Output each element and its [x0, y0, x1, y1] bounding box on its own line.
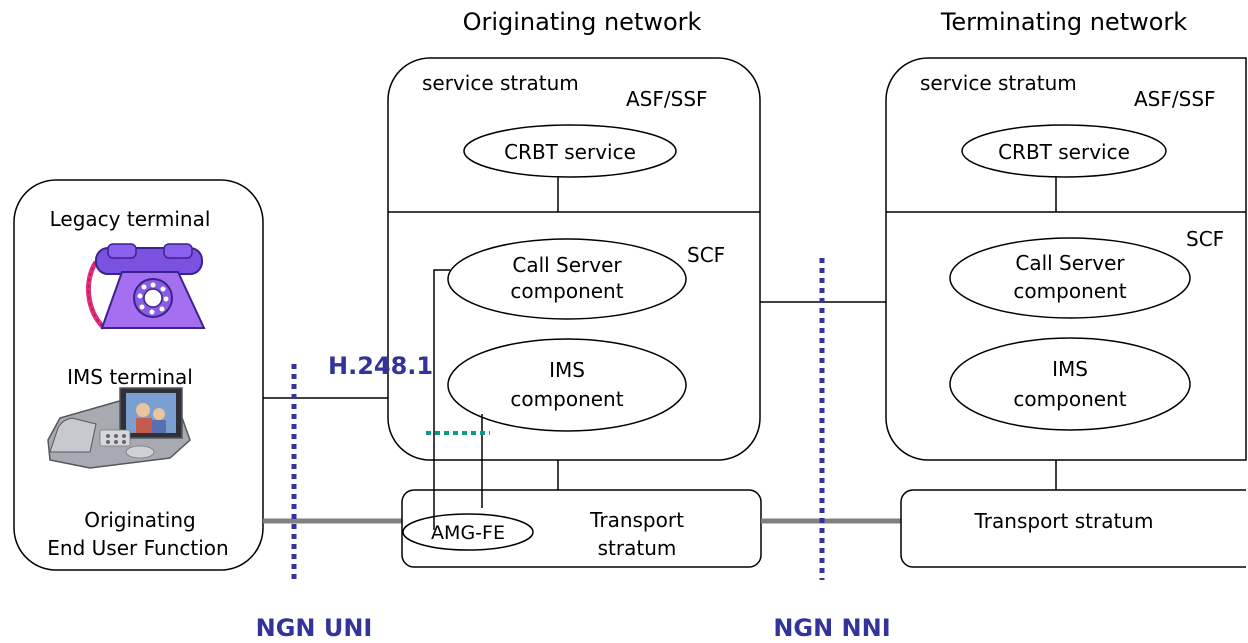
- ims-terminal-label: IMS terminal: [67, 365, 193, 389]
- amg-fe-label: AMG-FE: [431, 522, 505, 544]
- term-service-stratum-label: service stratum: [920, 71, 1077, 95]
- term-scf-label: SCF: [1186, 227, 1224, 251]
- orig-call-server-label-1: Call Server: [512, 253, 622, 277]
- orig-ims-component: IMS component: [447, 338, 687, 432]
- amg-to-call-server-line: [433, 269, 450, 530]
- legacy-phone-icon: [85, 243, 206, 330]
- originating-function-label-2: End User Function: [47, 536, 228, 560]
- orig-asf-ssf-label: ASF/SSF: [626, 87, 708, 111]
- end-user-function-box: Legacy terminal IMS terminal Originating…: [13, 179, 264, 571]
- orig-service-stratum-label: service stratum: [422, 71, 579, 95]
- orig-scf-label: SCF: [687, 243, 725, 267]
- term-call-server-label-1: Call Server: [1015, 251, 1125, 275]
- term-transport-label: Transport stratum: [974, 509, 1154, 533]
- orig-transport-label-1: Transport: [589, 508, 684, 532]
- term-ims-label-2: component: [1013, 387, 1126, 411]
- h248-label: H.248.1: [328, 352, 433, 380]
- term-asf-ssf-label: ASF/SSF: [1134, 87, 1216, 111]
- term-crbt-label: CRBT service: [998, 140, 1130, 164]
- orig-ims-label-2: component: [510, 387, 623, 411]
- orig-crbt-label: CRBT service: [504, 140, 636, 164]
- orig-ims-label-1: IMS: [549, 358, 585, 382]
- originating-network: service stratum ASF/SSF CRBT service SCF…: [387, 57, 761, 461]
- terminating-network-title: Terminating network: [940, 8, 1187, 36]
- originating-network-title: Originating network: [463, 8, 702, 36]
- orig-transport-stratum: Transport stratum AMG-FE: [401, 489, 762, 568]
- orig-call-server-label-2: component: [510, 279, 623, 303]
- term-ims-component: IMS component: [949, 337, 1191, 431]
- orig-crbt-service: CRBT service: [463, 124, 677, 178]
- legacy-terminal-label: Legacy terminal: [50, 207, 211, 231]
- amg-fe-component: AMG-FE: [402, 513, 534, 551]
- ngn-uni-label: NGN UNI: [256, 614, 373, 642]
- term-ims-label-1: IMS: [1052, 357, 1088, 381]
- term-crbt-service: CRBT service: [961, 124, 1167, 178]
- originating-function-label-1: Originating: [84, 508, 195, 532]
- orig-transport-label-2: stratum: [598, 536, 677, 560]
- ngn-nni-label: NGN NNI: [773, 614, 890, 642]
- video-phone-icon: [47, 387, 191, 469]
- orig-call-server-component: Call Server component: [447, 238, 687, 320]
- term-call-server-label-2: component: [1013, 279, 1126, 303]
- term-transport-stratum: Transport stratum: [900, 489, 1246, 568]
- terminating-network: service stratum ASF/SSF CRBT service SCF…: [885, 57, 1247, 461]
- term-call-server-component: Call Server component: [949, 237, 1191, 319]
